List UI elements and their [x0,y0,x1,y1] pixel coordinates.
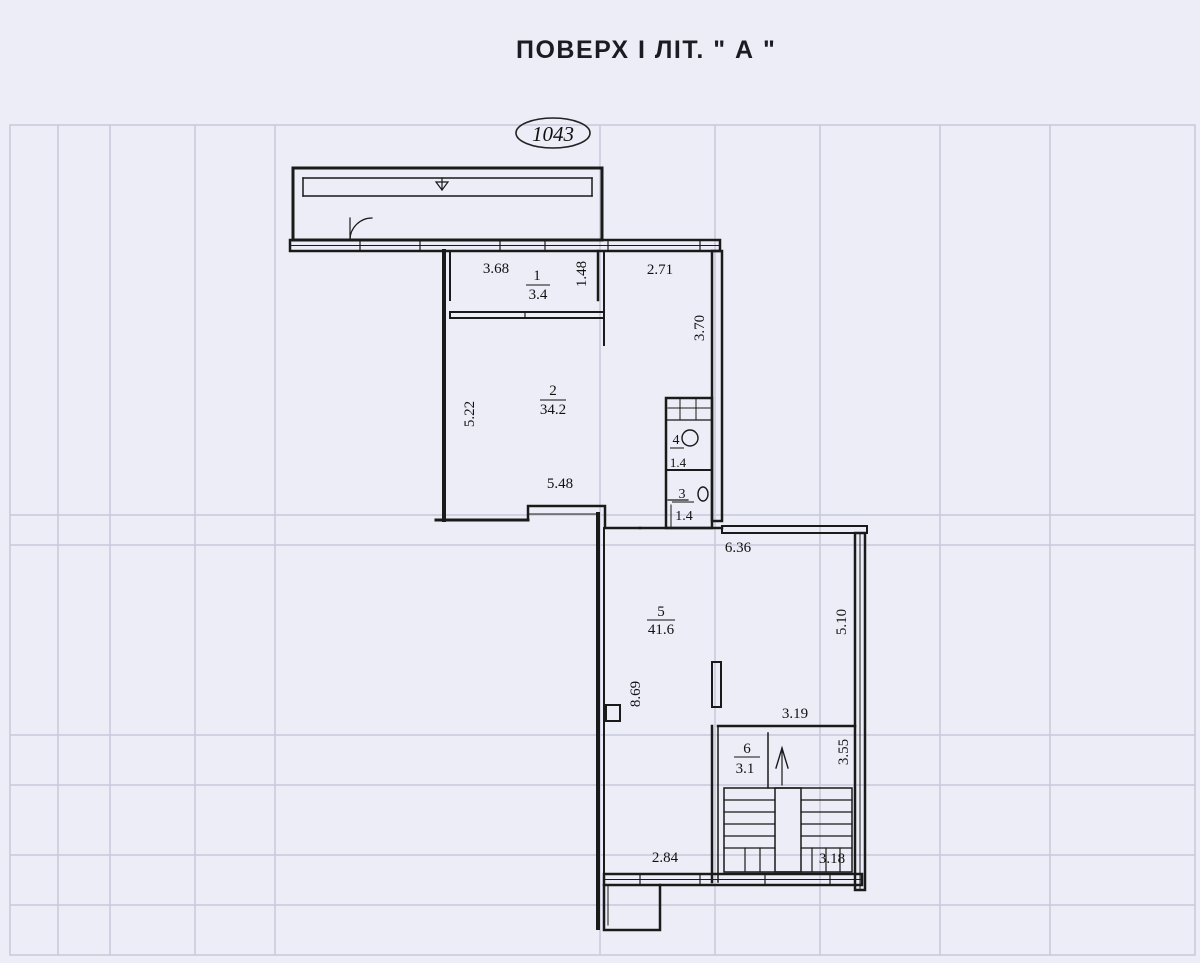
room-2-number: 2 [549,383,557,399]
room-5-number: 5 [657,604,665,620]
dimension-label: 1.48 [574,261,590,287]
dimension-label: 5.10 [834,609,850,635]
unit-number-oval: 1043 [515,117,591,149]
room-2-area: 34.2 [540,402,566,418]
room-1-area: 3.4 [529,287,548,303]
dimension-label: 5.22 [462,401,478,427]
room-4-area: 1.4 [670,455,687,470]
room-5-area: 41.6 [648,622,675,638]
show-through-table [9,124,1196,956]
dimension-label: 3.68 [483,261,509,277]
unit-number: 1043 [532,122,574,146]
room-labels: 1 3.4 2 34.2 4 1.4 3 1.4 5 41.6 6 3.1 [526,268,760,777]
room-6-area: 3.1 [736,761,755,777]
room-3-area: 1.4 [675,509,693,524]
dimension-label: 5.48 [547,476,573,492]
staircase [723,787,853,873]
dimension-label: 6.36 [725,540,752,556]
room-6-number: 6 [743,741,751,757]
walls [288,166,868,932]
dimension-label: 3.18 [819,851,845,867]
dimension-label: 3.70 [692,315,708,341]
dimension-label: 3.55 [836,739,852,765]
dimension-label: 8.69 [628,681,644,707]
page-title: ПОВЕРХ І ЛІТ. " А " [516,36,777,64]
dimension-label: 3.19 [782,706,808,722]
room-3-number: 3 [679,487,686,502]
room-4-number: 4 [673,433,680,448]
dimension-label: 2.71 [647,262,673,278]
dimension-label: 2.84 [652,850,679,866]
balcony [291,166,604,242]
dimension-labels: 3.68 1.48 2.71 3.70 5.22 5.48 6.36 5.10 … [462,261,852,867]
room-1-number: 1 [533,268,541,284]
